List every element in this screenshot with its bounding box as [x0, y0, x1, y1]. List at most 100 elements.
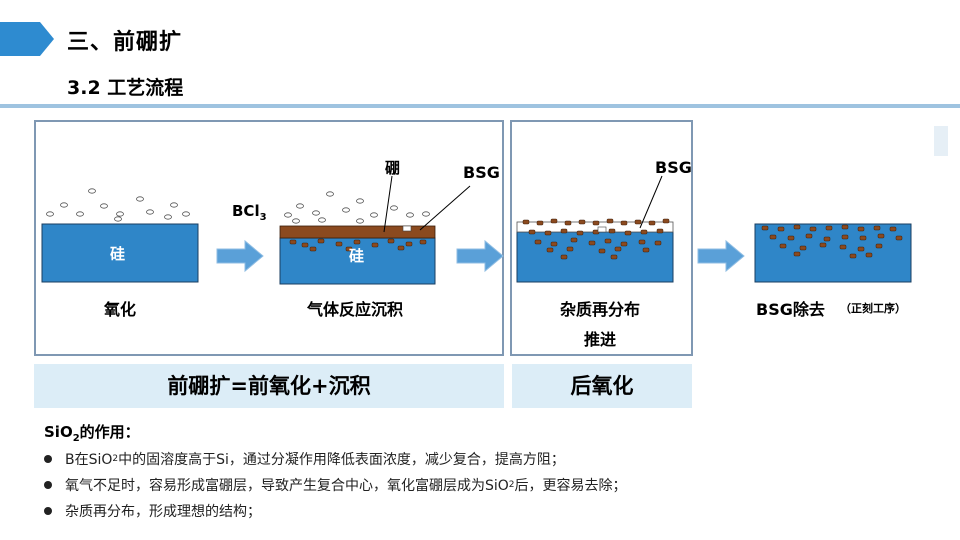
boron-pointer-line: [383, 175, 393, 233]
note-item: 杂质再分布，形成理想的结构；: [44, 501, 261, 521]
oxygen-molecule-icon: [170, 202, 178, 208]
boron-dopant-icon: [849, 253, 857, 259]
boron-dopant-icon: [598, 248, 606, 254]
notes-title-pre: SiO: [44, 423, 73, 441]
boron-dopant-icon: [634, 219, 642, 225]
note-item-1-post: 中的固溶度高于Si，通过分凝作用降低表面浓度，减少复合，提高方阻；: [118, 452, 565, 468]
caption-oxidation: 氧化: [103, 300, 136, 319]
note-item-2-sub: 2: [508, 480, 515, 490]
oxygen-molecule-icon: [312, 210, 320, 216]
oxygen-molecule-icon: [164, 214, 172, 220]
bsg-layer-step2: [279, 225, 436, 239]
boron-dopant-icon: [654, 240, 662, 246]
boron-dopant-icon: [309, 246, 317, 252]
caption-gas-deposition: 气体反应沉积: [306, 300, 403, 319]
notes-title: SiO2的作用：: [44, 421, 140, 444]
boron-dopant-icon: [799, 245, 807, 251]
band-post-oxidation: 后氧化: [512, 364, 692, 408]
boron-dopant-icon: [522, 219, 530, 225]
oxygen-molecule-icon: [284, 212, 292, 218]
boron-dopant-icon: [387, 238, 395, 244]
gas-label: BCl3: [232, 202, 267, 223]
boron-dopant-icon: [534, 239, 542, 245]
boron-dopant-icon: [877, 233, 885, 239]
boron-atom-icon: [597, 226, 607, 233]
oxygen-molecule-icon: [292, 218, 300, 224]
boron-dopant-icon: [576, 230, 584, 236]
boron-dopant-icon: [889, 226, 897, 232]
boron-dopant-icon: [857, 226, 865, 232]
boron-dopant-icon: [656, 228, 664, 234]
caption-drive-in: 推进: [583, 330, 616, 349]
section-subtitle: 3.2 工艺流程: [67, 77, 184, 99]
boron-dopant-icon: [793, 224, 801, 230]
boron-dopant-icon: [839, 244, 847, 250]
caption-redistribution: 杂质再分布: [559, 300, 640, 319]
boron-dopant-icon: [841, 224, 849, 230]
silicon-label-step1: 硅: [110, 245, 126, 263]
silicon-wafer-step4: [754, 223, 912, 283]
boron-dopant-icon: [779, 243, 787, 249]
bullet-dot-icon: [44, 481, 52, 489]
right-edge-tab: [934, 126, 948, 156]
boron-dopant-icon: [662, 218, 670, 224]
header-divider: [0, 104, 960, 108]
bsg-label-step2: BSG: [463, 163, 500, 182]
boron-dopant-icon: [787, 235, 795, 241]
boron-dopant-icon: [606, 218, 614, 224]
bullet-dot-icon: [44, 455, 52, 463]
process-arrow-icon: [216, 239, 264, 273]
caption-bsg-removal-note: （正刻工序）: [840, 302, 906, 315]
bullet-dot-icon: [44, 507, 52, 515]
boron-dopant-icon: [289, 239, 297, 245]
boron-dopant-icon: [809, 226, 817, 232]
boron-label: 硼: [385, 159, 401, 177]
boron-dopant-icon: [550, 241, 558, 247]
boron-dopant-icon: [648, 220, 656, 226]
oxygen-molecule-icon: [116, 211, 124, 217]
gas-formula-subscript: 3: [259, 212, 267, 223]
oxygen-molecule-icon: [342, 207, 350, 213]
oxygen-molecule-icon: [296, 203, 304, 209]
boron-dopant-icon: [578, 219, 586, 225]
panel-post-oxidation: [510, 120, 693, 356]
boron-dopant-icon: [857, 246, 865, 252]
boron-dopant-icon: [614, 246, 622, 252]
oxygen-molecule-icon: [100, 203, 108, 209]
oxygen-molecule-icon: [318, 217, 326, 223]
band-pre-diffusion: 前硼扩=前氧化+沉积: [34, 364, 504, 408]
boron-dopant-icon: [640, 229, 648, 235]
boron-dopant-icon: [405, 241, 413, 247]
note-item-1-sub: 2: [112, 454, 119, 464]
boron-dopant-icon: [875, 243, 883, 249]
boron-dopant-icon: [335, 241, 343, 247]
boron-dopant-icon: [873, 225, 881, 231]
boron-dopant-icon: [620, 220, 628, 226]
bsg-pointer-line-2: [639, 175, 663, 229]
boron-dopant-icon: [793, 251, 801, 257]
boron-dopant-icon: [528, 229, 536, 235]
boron-dopant-icon: [317, 238, 325, 244]
oxygen-molecule-icon: [136, 196, 144, 202]
boron-dopant-icon: [819, 242, 827, 248]
step2-deposition: [279, 191, 436, 285]
silicon-wafer-step3: [516, 231, 674, 283]
boron-dopant-icon: [604, 238, 612, 244]
note-item-2-post: 后，更容易去除；: [514, 478, 627, 494]
process-arrow-icon: [456, 239, 504, 273]
boron-dopant-icon: [761, 225, 769, 231]
boron-dopant-icon: [546, 247, 554, 253]
bsg-pointer-line-1: [419, 185, 471, 231]
boron-dopant-icon: [301, 242, 309, 248]
boron-dopant-icon: [638, 239, 646, 245]
boron-dopant-icon: [345, 246, 353, 252]
boron-dopant-icon: [805, 233, 813, 239]
process-arrows: [216, 239, 745, 273]
notes-title-post: 的作用：: [79, 423, 140, 441]
panel-pre-diffusion: [34, 120, 504, 356]
note-item-1-pre: B在SiO: [65, 452, 113, 468]
step4-bsg-removal: [754, 223, 912, 283]
boron-dopant-icon: [620, 241, 628, 247]
